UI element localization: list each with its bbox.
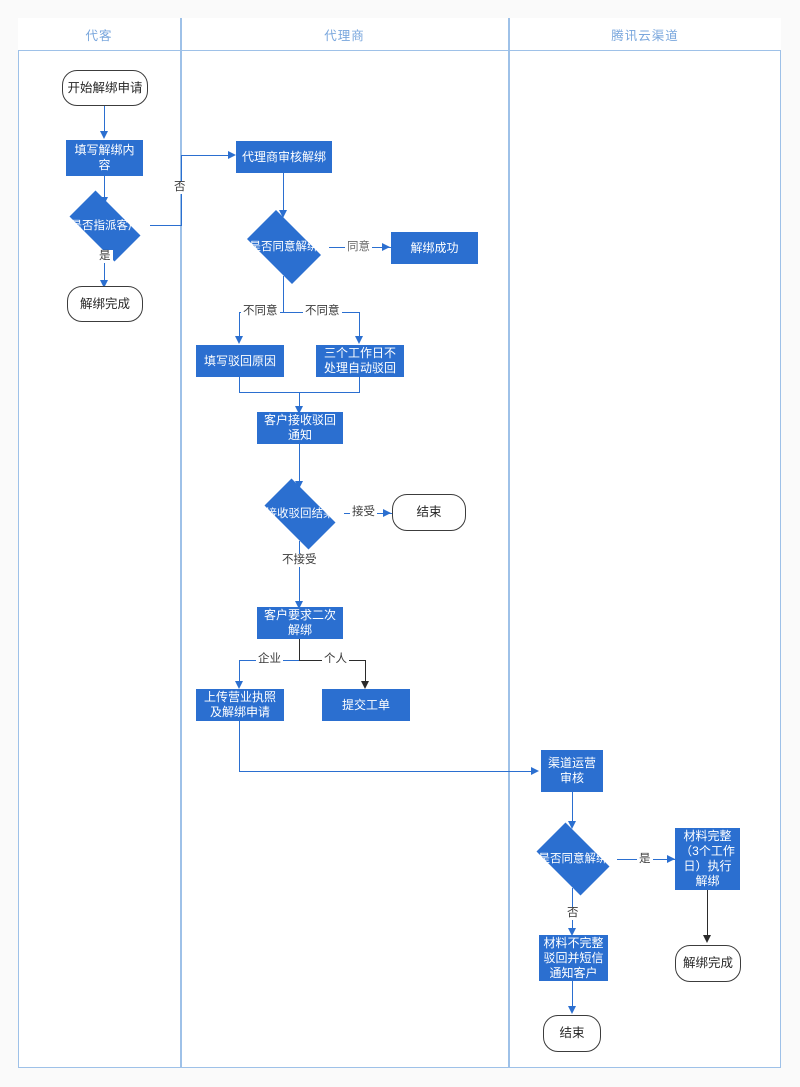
arrowhead-not-accept <box>295 601 303 609</box>
edge-label-channel-no: 否 <box>565 907 581 920</box>
node-end-channel[interactable]: 结束 <box>543 1015 601 1052</box>
edge-agentreview-to-agree <box>283 173 285 213</box>
node-agent-review-unbind[interactable]: 代理商审核解绑 <box>236 141 332 173</box>
edge-individual-v <box>365 660 367 683</box>
node-start-unbind-request[interactable]: 开始解绑申请 <box>62 70 148 106</box>
edge-disagree-right-v <box>359 312 361 338</box>
node-agree-unbind-decision[interactable]: 是否同意解绑 <box>239 210 329 284</box>
swimlane-frame <box>18 18 781 1068</box>
arrowhead-channel-no <box>568 928 576 936</box>
edge-to-channel-v <box>239 721 241 772</box>
edge-label-yes-assign: 是 <box>97 250 113 263</box>
edge-fill-to-assign <box>104 176 106 200</box>
arrowhead-no-assign <box>228 151 236 159</box>
node-end-agent[interactable]: 结束 <box>392 494 466 531</box>
edge-no-assign-h2 <box>181 155 229 157</box>
arrowhead-yes-assign <box>100 280 108 288</box>
arrowhead-start-to-fill <box>100 131 108 139</box>
edge-reject-left-down <box>239 377 241 393</box>
edge-yes-assign <box>104 252 106 284</box>
edge-label-disagree-left: 不同意 <box>241 305 280 318</box>
node-upload-license[interactable]: 上传营业执照及解绑申请 <box>196 689 284 721</box>
swimlane-header-row <box>18 18 781 51</box>
edge-reject-right-down <box>359 377 361 393</box>
node-customer-second-unbind[interactable]: 客户要求二次解绑 <box>257 607 343 639</box>
edge-label-channel-yes: 是 <box>637 853 653 866</box>
node-auto-reject-3days[interactable]: 三个工作日不处理自动驳回 <box>316 345 404 377</box>
lane-header-agent: 代理商 <box>324 29 365 43</box>
node-assign-customer-decision[interactable]: 是否指派客户 <box>60 190 150 262</box>
edge-label-individual: 个人 <box>322 653 349 666</box>
edge-channel-review-to-decision <box>572 792 574 824</box>
edge-label-not-accept: 不接受 <box>280 554 319 567</box>
node-fill-unbind-content[interactable]: 填写解绑内容 <box>66 140 143 176</box>
node-fill-reject-reason[interactable]: 填写驳回原因 <box>196 345 284 377</box>
arrowhead-incomplete-to-end <box>568 1006 576 1014</box>
node-material-incomplete-reject[interactable]: 材料不完整驳回并短信通知客户 <box>539 935 608 981</box>
edge-label-enterprise: 企业 <box>256 653 283 666</box>
edge-label-agree: 同意 <box>345 241 372 254</box>
arrowhead-channel-review-to-decision <box>568 821 576 829</box>
edge-material-to-done <box>707 890 709 938</box>
node-customer-receive-reject[interactable]: 客户接收驳回通知 <box>257 412 343 444</box>
edge-split-stem <box>299 639 301 661</box>
edge-label-accept: 接受 <box>350 506 377 519</box>
edge-disagree-left-v <box>239 312 241 338</box>
node-channel-agree-decision[interactable]: 是否同意解绑 <box>529 822 617 896</box>
arrowhead-enterprise <box>235 681 243 689</box>
edge-disagree-stem <box>283 276 285 313</box>
node-unbind-done-customer[interactable]: 解绑完成 <box>67 286 143 322</box>
node-receive-reject-result[interactable]: 接收驳回结果 <box>256 478 344 550</box>
node-submit-ticket[interactable]: 提交工单 <box>322 689 410 721</box>
arrowhead-individual <box>361 681 369 689</box>
arrowhead-to-channel <box>531 767 539 775</box>
edge-to-channel-h <box>239 771 533 773</box>
node-channel-ops-review[interactable]: 渠道运营审核 <box>541 750 603 792</box>
arrowhead-channel-yes <box>667 855 675 863</box>
arrowhead-agentreview-to-agree <box>279 210 287 218</box>
arrowhead-receive-to-result <box>295 481 303 489</box>
arrowhead-agree-to-success <box>382 243 390 251</box>
arrowhead-material-to-done <box>703 935 711 943</box>
edge-label-no-assign: 否 <box>172 181 188 194</box>
edge-reject-merge-v <box>299 392 301 410</box>
node-unbind-done-channel[interactable]: 解绑完成 <box>675 945 741 982</box>
node-material-complete-exec[interactable]: 材料完整（3个工作日）执行解绑 <box>675 828 740 890</box>
lane-header-tencent: 腾讯云渠道 <box>611 29 679 43</box>
edge-start-to-fill <box>104 106 106 132</box>
edge-enterprise-v <box>239 660 241 683</box>
lane-header-customer: 代客 <box>85 29 113 43</box>
edge-label-disagree-right: 不同意 <box>303 305 342 318</box>
arrowhead-accept-to-end <box>383 509 391 517</box>
edge-not-accept <box>299 541 301 605</box>
lane-divider-1 <box>180 18 182 1068</box>
edge-receive-to-result <box>299 444 301 484</box>
arrowhead-disagree-left <box>235 336 243 344</box>
edge-no-assign-h1 <box>150 225 182 227</box>
edge-incomplete-to-end <box>572 981 574 1009</box>
arrowhead-reject-merge <box>295 406 303 414</box>
lane-divider-2 <box>508 18 510 1068</box>
node-unbind-success[interactable]: 解绑成功 <box>391 232 478 264</box>
arrowhead-disagree-right <box>355 336 363 344</box>
